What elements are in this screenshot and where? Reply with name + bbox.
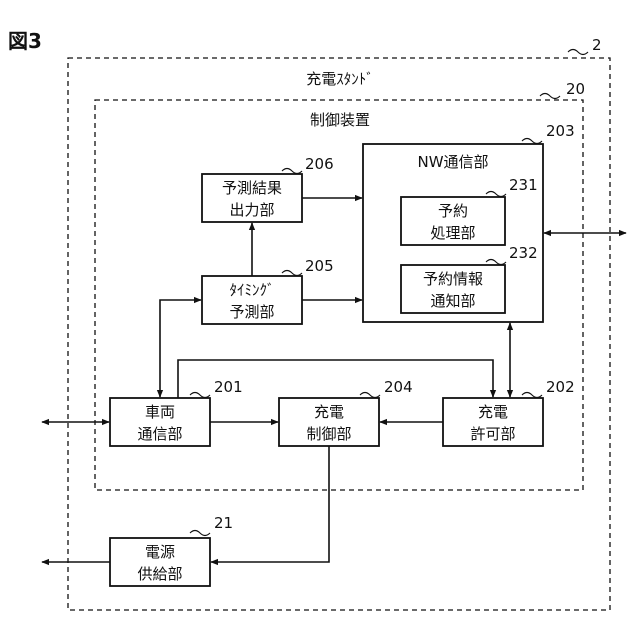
vehicle-communication-unit: 車両 通信部 201 xyxy=(110,378,243,446)
permit-line2: 許可部 xyxy=(470,425,515,443)
controller-ref: 20 xyxy=(566,80,585,98)
arrow-charge-ctrl-to-power xyxy=(211,446,329,562)
reservation-ref: 231 xyxy=(509,176,538,194)
reservation-line2: 処理部 xyxy=(430,224,475,242)
power-line1: 電源 xyxy=(145,543,175,561)
station-boundary xyxy=(68,58,610,610)
notify-line2: 通知部 xyxy=(430,292,475,310)
controller-title: 制御装置 xyxy=(310,111,370,129)
charge-permission-unit: 充電 許可部 202 xyxy=(443,378,575,446)
notify-line1: 予約情報 xyxy=(423,270,483,288)
power-line2: 供給部 xyxy=(137,565,182,583)
timing-line2: 予測部 xyxy=(229,303,274,321)
charge-ctrl-line1: 充電 xyxy=(314,403,344,421)
nw-ref: 203 xyxy=(546,122,575,140)
station-ref-leader xyxy=(568,50,588,55)
arrow-vehicle-timing xyxy=(160,300,201,397)
timing-ref: 205 xyxy=(305,257,334,275)
charge-ctrl-line2: 制御部 xyxy=(306,425,351,443)
charge-control-unit: 充電 制御部 204 xyxy=(279,378,413,446)
nw-title: NW通信部 xyxy=(417,153,488,171)
station-title: 充電ｽﾀﾝﾄﾞ xyxy=(306,70,374,88)
reservation-line1: 予約 xyxy=(438,202,468,220)
predict-out-line2: 出力部 xyxy=(229,201,274,219)
predict-out-line1: 予測結果 xyxy=(222,179,282,197)
timing-prediction-unit: ﾀｲﾐﾝｸﾞ 予測部 205 xyxy=(202,257,334,324)
predict-out-ref: 206 xyxy=(305,155,334,173)
charge-ctrl-ref: 204 xyxy=(384,378,413,396)
vehicle-ref: 201 xyxy=(214,378,243,396)
vehicle-line2: 通信部 xyxy=(137,425,182,443)
permit-ref: 202 xyxy=(546,378,575,396)
timing-line1: ﾀｲﾐﾝｸﾞ xyxy=(229,281,274,299)
permit-line1: 充電 xyxy=(478,403,508,421)
power-ref: 21 xyxy=(214,514,233,532)
notify-ref: 232 xyxy=(509,244,538,262)
vehicle-line1: 車両 xyxy=(145,403,175,421)
controller-ref-leader xyxy=(540,94,560,99)
figure-label: 図3 xyxy=(8,29,42,53)
prediction-output-unit: 予測結果 出力部 206 xyxy=(202,155,334,222)
power-supply-unit: 電源 供給部 21 xyxy=(110,514,233,586)
station-ref: 2 xyxy=(592,36,602,54)
